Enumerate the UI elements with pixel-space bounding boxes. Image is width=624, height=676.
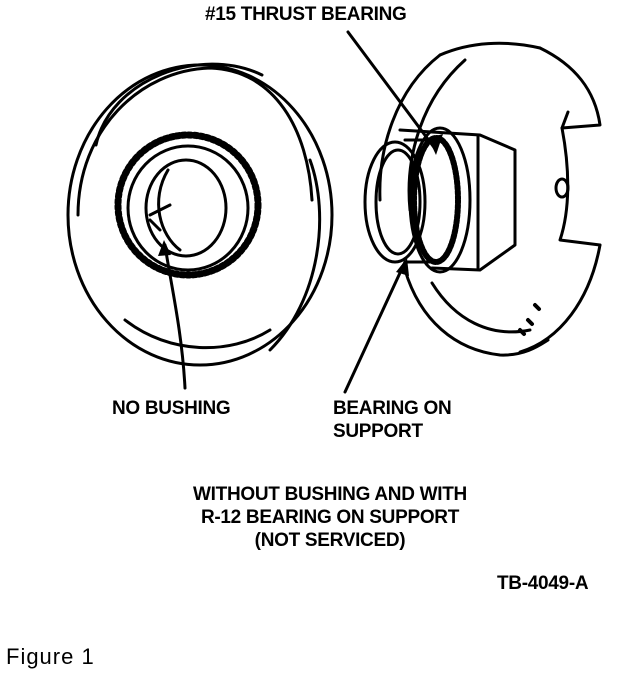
leader-bearing-on-support [343, 260, 407, 394]
label-no-bushing: NO BUSHING [112, 398, 231, 419]
arrowhead-no-bushing [158, 240, 171, 256]
drum-hub-part [66, 62, 334, 367]
arrowhead-thrust [428, 134, 443, 155]
leader-no-bushing [163, 243, 187, 390]
label-bearing-on-support-1: BEARING ON [333, 398, 452, 419]
arrowhead-bearing-support [396, 258, 409, 276]
leader-thrust-bearing [346, 30, 438, 152]
caption-line-1: WITHOUT BUSHING AND WITH [193, 484, 467, 505]
label-thrust-bearing: #15 THRUST BEARING [205, 4, 407, 25]
label-bearing-on-support-2: SUPPORT [333, 421, 423, 442]
reference-code: TB-4049-A [497, 573, 589, 594]
support-with-bearing-part [363, 41, 602, 357]
figure-label: Figure 1 [6, 644, 95, 669]
caption-line-3: (NOT SERVICED) [254, 530, 406, 551]
caption-line-2: R-12 BEARING ON SUPPORT [200, 507, 460, 528]
